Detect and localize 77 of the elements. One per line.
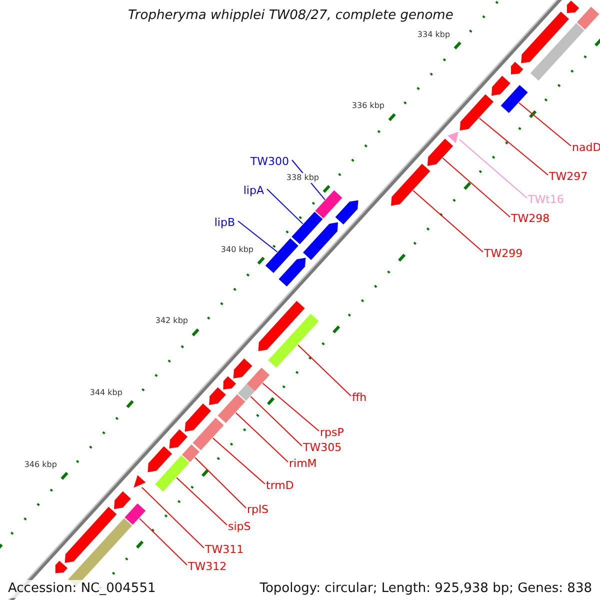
tick-label: 346 kbp [23,460,58,470]
gene-feature [500,85,528,113]
tick-label: 338 kbp [285,172,320,183]
tick-label: 336 kbp [350,101,386,112]
gene-feature [268,314,319,368]
gene-feature [335,200,358,224]
gene-label: TW312 [188,560,227,574]
gene-feature [511,62,524,74]
gene-feature [460,94,494,130]
gene-feature [315,190,342,218]
gene-feature [124,503,146,525]
tick-label: 344 kbp [88,388,124,398]
leader-line [412,190,484,252]
tick-label: 342 kbp [154,316,189,326]
leader-line [235,412,288,462]
gene-label: TW300 [250,155,289,169]
gene-feature [238,384,255,401]
accession-text: Accession: NC_004551 [6,580,158,598]
leader-line [238,220,278,252]
gene-feature [184,404,212,432]
tick-label: 334 kbp [416,30,452,40]
gene-feature [233,358,252,378]
gene-feature [521,12,569,64]
gene-feature [114,491,131,510]
gene-feature [265,238,298,273]
gene-feature [148,446,172,472]
gene-label: trmD [266,479,294,493]
gene-label: sipS [228,520,251,534]
gene-feature [218,394,246,423]
gene-feature [278,258,306,286]
leader-line [478,118,548,176]
gene-feature [169,429,188,448]
gene-feature [155,455,190,492]
gene-feature [64,506,117,563]
leader-line [212,438,266,484]
gene-feature [258,300,305,352]
gene-feature [303,222,338,260]
leader-line [194,457,246,508]
leader-line [297,344,352,396]
gene-feature [209,387,226,405]
gene-label: rplS [247,503,269,517]
gene-feature [182,444,200,462]
gene-feature [530,23,584,81]
gene-feature [192,418,224,450]
gene-feature [448,132,458,143]
gene-feature [246,368,270,392]
gene-feature [576,6,600,30]
gene-label: TWt16 [528,193,564,207]
leader-line [518,102,572,146]
leader-line [141,486,204,548]
gene-feature [391,164,430,206]
gene-label: TW297 [549,170,588,184]
gene-label: lipB [214,216,235,230]
gene-feature [134,475,146,488]
genome-stats-text: Topology: circular; Length: 925,938 bp; Genes: 838 [258,580,594,598]
leader-line [176,477,228,526]
tick-label: 340 kbp [220,244,254,255]
gene-feature [292,212,323,244]
leader-line [266,188,304,224]
gene-label: TW299 [484,247,523,261]
leader-line [459,139,528,198]
gene-label: lipA [243,184,264,198]
gene-feature [566,0,580,14]
gene-label: rpsP [320,426,344,440]
gene-label: TW305 [303,441,342,455]
gene-label: ffh [352,391,367,405]
title: Tropheryma whipplei TW08/27, complete genome [128,8,454,23]
leader-line [442,158,510,218]
leader-line [262,382,320,432]
gene-feature [492,76,510,96]
gene-label: TW298 [511,212,550,226]
gene-feature [223,376,236,390]
leader-line [250,396,302,446]
gene-label: rimM [289,457,317,471]
leader-line [138,518,188,566]
gene-feature [427,138,454,166]
gene-label: TW311 [205,543,244,557]
